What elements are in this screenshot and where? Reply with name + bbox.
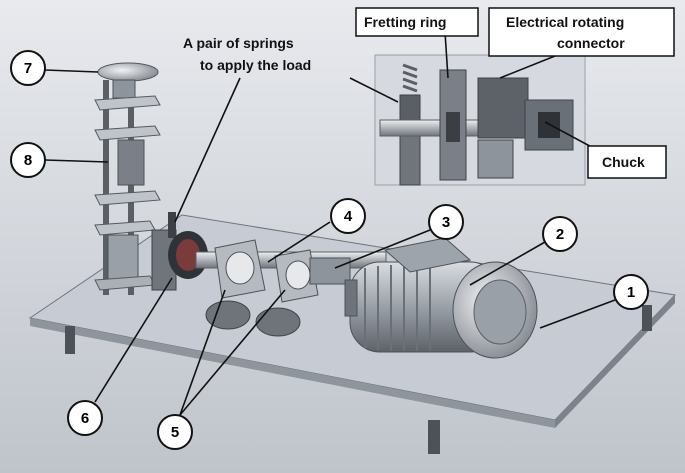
detail-inset bbox=[374, 54, 586, 186]
svg-text:1: 1 bbox=[627, 284, 635, 301]
fretting-ring-label: Fretting ring bbox=[364, 14, 446, 30]
callout-2: 2 bbox=[542, 216, 578, 252]
leader-lines bbox=[44, 31, 616, 416]
svg-text:4: 4 bbox=[344, 208, 353, 225]
svg-text:5: 5 bbox=[171, 424, 179, 441]
shaft-and-bearings bbox=[195, 239, 387, 337]
vertical-load-column bbox=[94, 62, 161, 295]
electric-motor bbox=[344, 237, 538, 359]
svg-text:2: 2 bbox=[556, 226, 564, 243]
callout-3: 3 bbox=[428, 204, 464, 240]
fretting-ring-box bbox=[355, 7, 479, 37]
springs-label-line1: A pair of springs bbox=[183, 35, 294, 51]
connector-label-line2: connector bbox=[557, 35, 625, 51]
connector-label-line1: Electrical rotating bbox=[506, 14, 624, 30]
callout-4: 4 bbox=[330, 198, 366, 234]
connector-box bbox=[488, 7, 675, 57]
svg-text:7: 7 bbox=[24, 60, 32, 77]
callout-6: 6 bbox=[67, 400, 103, 436]
svg-text:3: 3 bbox=[442, 214, 450, 231]
text-labels: A pair of springs to apply the load Fret… bbox=[183, 7, 675, 179]
chuck-label: Chuck bbox=[602, 154, 645, 170]
chuck-box bbox=[587, 145, 667, 179]
svg-text:6: 6 bbox=[81, 410, 89, 427]
callout-8: 8 bbox=[10, 142, 46, 178]
spring-loading-unit bbox=[151, 212, 208, 291]
callout-1: 1 bbox=[613, 274, 649, 310]
callout-7: 7 bbox=[10, 50, 46, 86]
callout-5: 5 bbox=[157, 414, 193, 450]
svg-text:8: 8 bbox=[24, 152, 32, 169]
springs-label-line2: to apply the load bbox=[200, 57, 311, 73]
numbered-callouts: 7 8 4 3 2 1 6 5 bbox=[10, 50, 649, 450]
